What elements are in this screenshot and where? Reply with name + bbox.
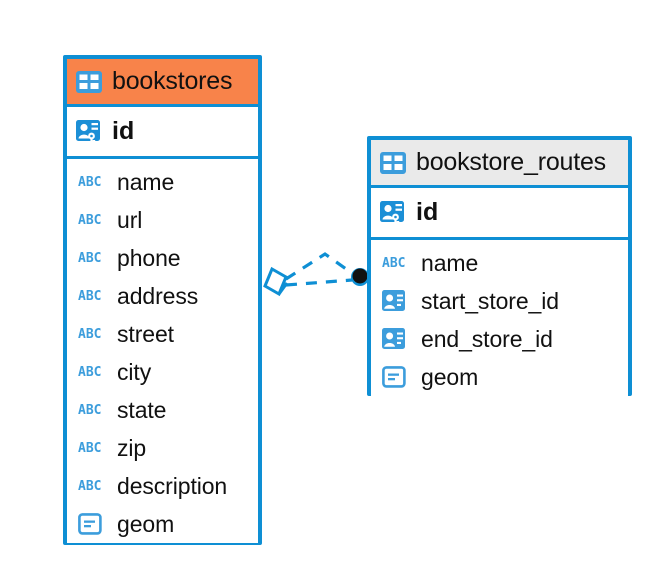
field-row-zip[interactable]: ABC zip	[67, 429, 258, 467]
entity-bookstore-routes-title: bookstore_routes	[416, 148, 606, 176]
entity-bookstore-routes-header[interactable]: bookstore_routes	[371, 140, 628, 188]
abc-text-icon: ABC	[78, 174, 102, 190]
field-row-street[interactable]: ABC street	[67, 315, 258, 353]
abc-text-icon: ABC	[78, 402, 102, 418]
abc-text-icon: ABC	[78, 440, 102, 456]
field-label-description: description	[117, 472, 228, 499]
relationship-branch-upper	[285, 252, 357, 281]
entity-bookstores-title: bookstores	[112, 67, 233, 95]
primary-key-icon	[380, 200, 408, 226]
entity-bookstores[interactable]: bookstores id ABC	[63, 55, 262, 545]
abc-text-icon: ABC	[78, 478, 102, 494]
field-label-name: name	[117, 168, 175, 195]
field-row-phone[interactable]: ABC phone	[67, 239, 258, 277]
entity-bookstores-header[interactable]: bookstores	[67, 59, 258, 107]
field-row-geom[interactable]: geom	[371, 358, 628, 396]
field-row-description[interactable]: ABC description	[67, 467, 258, 505]
entity-bookstore-routes-fields: ABC name start_store_id	[371, 240, 628, 396]
abc-text-icon: ABC	[78, 212, 102, 228]
field-label-id: id	[112, 117, 135, 145]
field-row-id[interactable]: id	[67, 107, 258, 159]
field-label-geom: geom	[117, 510, 175, 537]
field-label-address: address	[117, 282, 199, 309]
abc-text-icon: ABC	[78, 364, 102, 380]
hollow-diamond-marker	[263, 266, 289, 297]
field-label-id: id	[416, 198, 439, 226]
entity-bookstore-routes[interactable]: bookstore_routes id ABC	[367, 136, 632, 396]
field-label-geom: geom	[421, 363, 479, 390]
primary-key-icon	[76, 119, 104, 145]
field-label-name: name	[421, 249, 479, 276]
field-label-state: state	[117, 396, 167, 423]
field-row-city[interactable]: ABC city	[67, 353, 258, 391]
abc-text-icon: ABC	[78, 250, 102, 266]
field-row-url[interactable]: ABC url	[67, 201, 258, 239]
entity-bookstores-fields: ABC name ABC url ABC phone ABC address A…	[67, 159, 258, 543]
relationship-branch-lower	[285, 278, 353, 287]
field-row-address[interactable]: ABC address	[67, 277, 258, 315]
field-label-url: url	[117, 206, 143, 233]
field-label-phone: phone	[117, 244, 181, 271]
geometry-icon	[382, 366, 412, 388]
field-label-zip: zip	[117, 434, 147, 461]
foreign-key-icon	[382, 290, 412, 312]
abc-text-icon: ABC	[382, 255, 406, 271]
table-icon	[380, 151, 406, 174]
field-label-end-store-id: end_store_id	[421, 325, 553, 352]
field-row-name[interactable]: ABC name	[67, 163, 258, 201]
field-row-start-store-id[interactable]: start_store_id	[371, 282, 628, 320]
field-row-geom[interactable]: geom	[67, 505, 258, 543]
field-row-state[interactable]: ABC state	[67, 391, 258, 429]
field-row-id[interactable]: id	[371, 188, 628, 240]
abc-text-icon: ABC	[78, 326, 102, 342]
geometry-icon	[78, 513, 108, 535]
field-label-street: street	[117, 320, 174, 347]
field-row-end-store-id[interactable]: end_store_id	[371, 320, 628, 358]
foreign-key-icon	[382, 328, 412, 350]
abc-text-icon: ABC	[78, 288, 102, 304]
field-row-name[interactable]: ABC name	[371, 244, 628, 282]
field-label-city: city	[117, 358, 152, 385]
field-label-start-store-id: start_store_id	[421, 287, 559, 314]
table-icon	[76, 70, 102, 93]
